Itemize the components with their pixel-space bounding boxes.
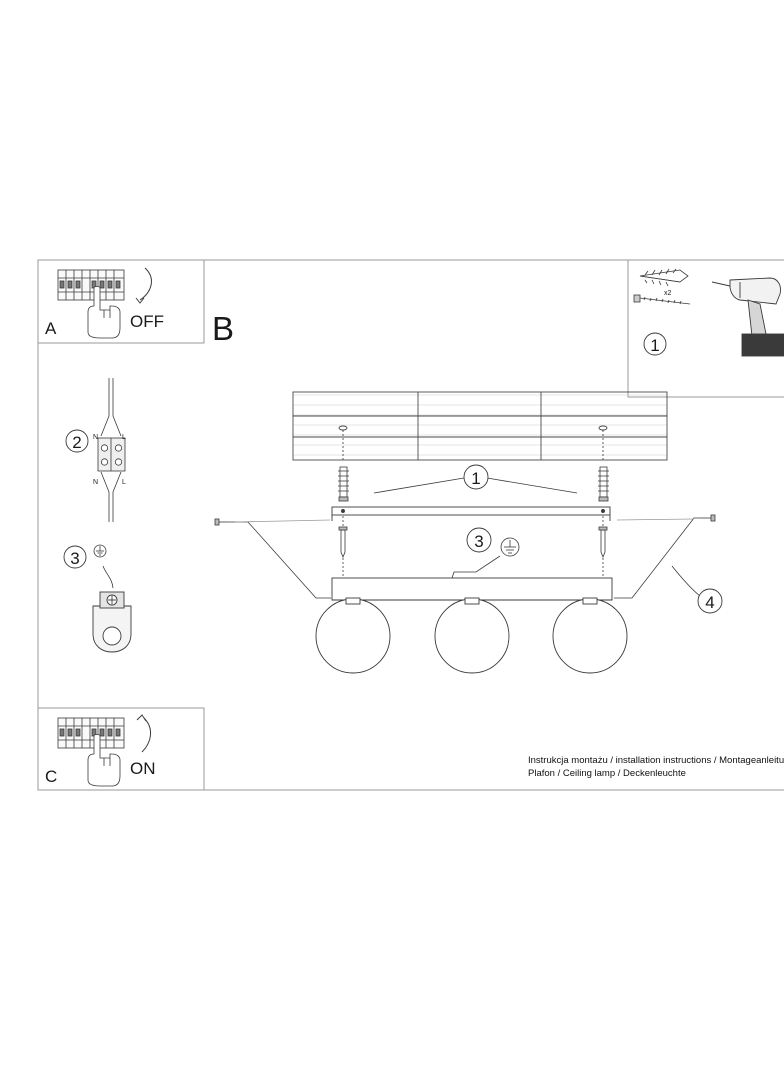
callout-4-group: 4 <box>671 565 723 614</box>
breaker-panel-on-icon <box>57 717 125 749</box>
panel-c-on-label: ON <box>130 759 156 778</box>
neutral-label-top: N <box>93 434 98 441</box>
wall-plug-right-icon <box>598 466 609 502</box>
panel-a-off-label: OFF <box>130 312 164 331</box>
ground-symbol-main-icon <box>500 537 520 557</box>
callout-4-number: 4 <box>705 593 714 612</box>
live-label-bottom: L <box>122 479 126 486</box>
mounting-bracket <box>331 506 611 521</box>
tools-box: x2 1 <box>627 259 784 398</box>
callout-1-number: 1 <box>471 469 480 488</box>
ground-terminal-icon <box>92 591 132 653</box>
step-1-number: 1 <box>650 336 659 355</box>
panel-a-letter: A <box>45 319 57 338</box>
switch-off-arrow-icon <box>135 267 152 304</box>
callout-3-number: 3 <box>474 532 483 551</box>
callout-step-2: 2 <box>65 429 89 453</box>
panel-b-letter: B <box>212 310 234 347</box>
callout-3-group: 3 <box>451 527 520 579</box>
drill-icon <box>711 277 784 357</box>
side-screw-left-icon <box>214 518 331 599</box>
glass-sphere-right <box>552 598 628 674</box>
step-2-wiring: 2 N L N L <box>65 378 126 522</box>
step-2-number: 2 <box>72 433 81 452</box>
callout-1-group: 1 <box>373 464 578 494</box>
ground-wire <box>102 565 114 589</box>
bracket-screws <box>338 516 608 578</box>
hand-icon <box>87 286 121 339</box>
caption-instructions: Instrukcja montażu / installation instru… <box>528 755 784 766</box>
live-label-top: L <box>122 434 126 441</box>
neutral-label-bottom: N <box>93 479 98 486</box>
cable-icon <box>100 378 122 522</box>
side-screw-right-icon <box>614 514 716 599</box>
terminal-block-icon <box>97 437 126 472</box>
screw-right-icon <box>598 516 608 578</box>
glass-sphere-left <box>315 598 391 674</box>
wall-plug-left-icon <box>338 466 349 502</box>
screw-icon <box>633 294 691 305</box>
panel-c: C ON <box>37 707 205 791</box>
panel-c-letter: C <box>45 767 57 786</box>
wall-plug-icon <box>639 268 689 287</box>
ceiling-block <box>292 391 668 461</box>
ground-symbol-icon <box>93 544 107 558</box>
wall-plugs <box>338 466 609 502</box>
screw-left-icon <box>338 516 348 578</box>
glass-sphere-center <box>434 598 510 674</box>
callout-step-3: 3 <box>63 545 87 569</box>
callout-step-1: 1 <box>643 332 667 356</box>
panel-a: A OFF <box>37 259 205 344</box>
step-3-number: 3 <box>70 549 79 568</box>
step-3-ground: 3 <box>63 544 132 653</box>
side-screws <box>214 514 716 599</box>
switch-on-arrow-icon <box>136 714 151 753</box>
lamp-body <box>315 577 628 674</box>
hand-icon <box>87 734 121 787</box>
quantity-label: x2 <box>664 290 672 297</box>
breaker-panel-off-icon <box>57 269 125 301</box>
sheet-frame <box>37 259 784 791</box>
caption-product: Plafon / Ceiling lamp / Deckenleuchte <box>528 768 686 779</box>
